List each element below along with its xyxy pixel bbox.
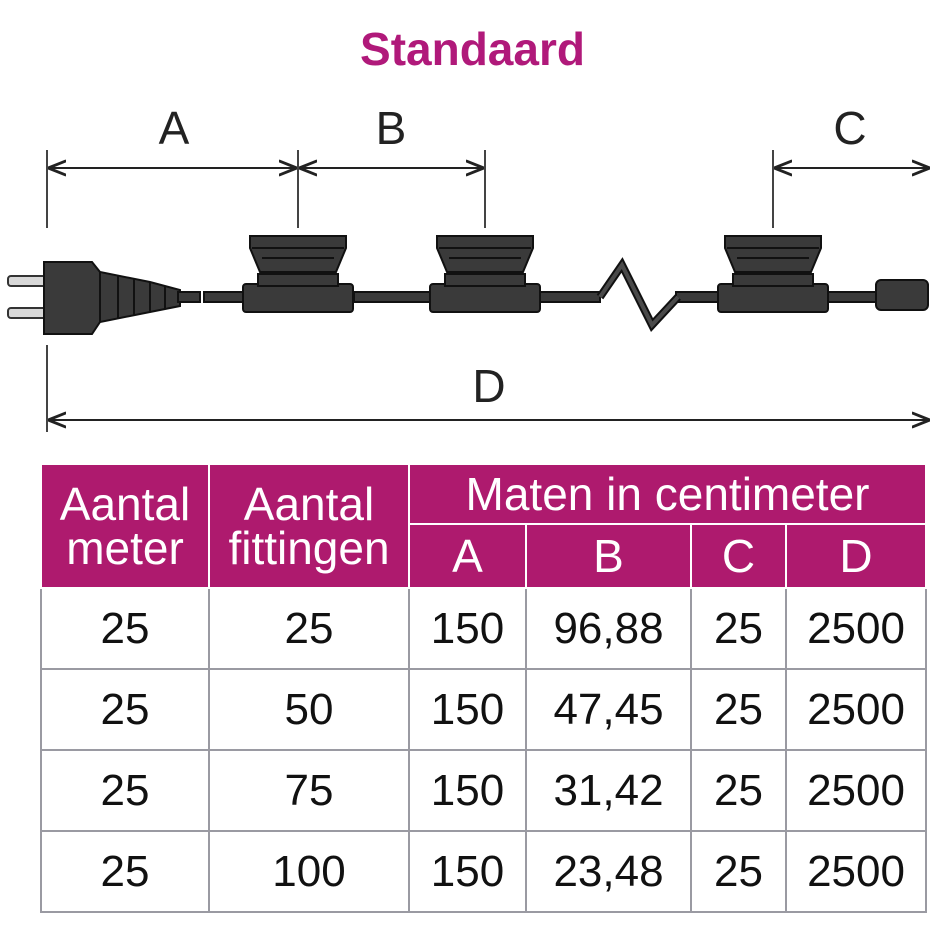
header-aantal-meter: Aantal meter <box>40 465 210 589</box>
dimension-a-label: A <box>159 102 190 154</box>
cell-d: 2500 <box>784 587 928 670</box>
cable-diagram: A B C D <box>7 102 945 432</box>
cell-a: 150 <box>408 587 527 670</box>
cell-b: 23,48 <box>525 830 692 913</box>
cell-d: 2500 <box>784 830 928 913</box>
cell-meter: 25 <box>40 587 210 670</box>
cell-fittingen: 25 <box>208 587 410 670</box>
fitting-socket <box>429 235 541 313</box>
header-aantal-fittingen: Aantal fittingen <box>208 465 410 589</box>
dimension-arrows <box>50 168 928 420</box>
header-col-a: A <box>408 523 527 589</box>
cell-c: 25 <box>690 587 787 670</box>
header-aantal-fittingen-line2: fittingen <box>228 522 390 574</box>
cell-a: 150 <box>408 830 527 913</box>
cell-c: 25 <box>690 668 787 751</box>
cell-b: 96,88 <box>525 587 692 670</box>
cell-fittingen: 100 <box>208 830 410 913</box>
page-title: Standaard <box>360 23 585 75</box>
cell-c: 25 <box>690 749 787 832</box>
cell-meter: 25 <box>40 668 210 751</box>
table-row: 25 75 150 31,42 25 2500 <box>40 749 928 832</box>
header-aantal-meter-line2: meter <box>66 522 184 574</box>
cell-d: 2500 <box>784 749 928 832</box>
cell-b: 47,45 <box>525 668 692 751</box>
table-row: 25 25 150 96,88 25 2500 <box>40 587 928 670</box>
header-col-c: C <box>690 523 787 589</box>
dimension-d-label: D <box>472 360 505 412</box>
cell-fittingen: 75 <box>208 749 410 832</box>
cell-b: 31,42 <box>525 749 692 832</box>
header-maten-group: Maten in centimeter <box>407 465 928 525</box>
fitting-socket <box>242 235 354 313</box>
fitting-socket <box>717 235 829 313</box>
cell-d: 2500 <box>784 668 928 751</box>
header-aantal-meter-line1: Aantal <box>59 478 191 530</box>
extension-lines <box>46 150 774 432</box>
table-row: 25 100 150 23,48 25 2500 <box>40 830 928 913</box>
cell-meter: 25 <box>40 749 210 832</box>
dimension-b-label: B <box>376 102 407 154</box>
header-col-b: B <box>525 523 692 589</box>
plug-icon <box>7 261 181 335</box>
cell-meter: 25 <box>40 830 210 913</box>
cell-fittingen: 50 <box>208 668 410 751</box>
cell-a: 150 <box>408 749 527 832</box>
header-aantal-fittingen-line1: Aantal <box>243 478 375 530</box>
end-cap <box>875 279 929 311</box>
table-row: 25 50 150 47,45 25 2500 <box>40 668 928 751</box>
cell-c: 25 <box>690 830 787 913</box>
cell-a: 150 <box>408 668 527 751</box>
header-col-d: D <box>784 523 928 589</box>
dimensions-table: Aantal meter Aantal fittingen Maten in c… <box>40 465 928 913</box>
dimension-c-label: C <box>833 102 866 154</box>
